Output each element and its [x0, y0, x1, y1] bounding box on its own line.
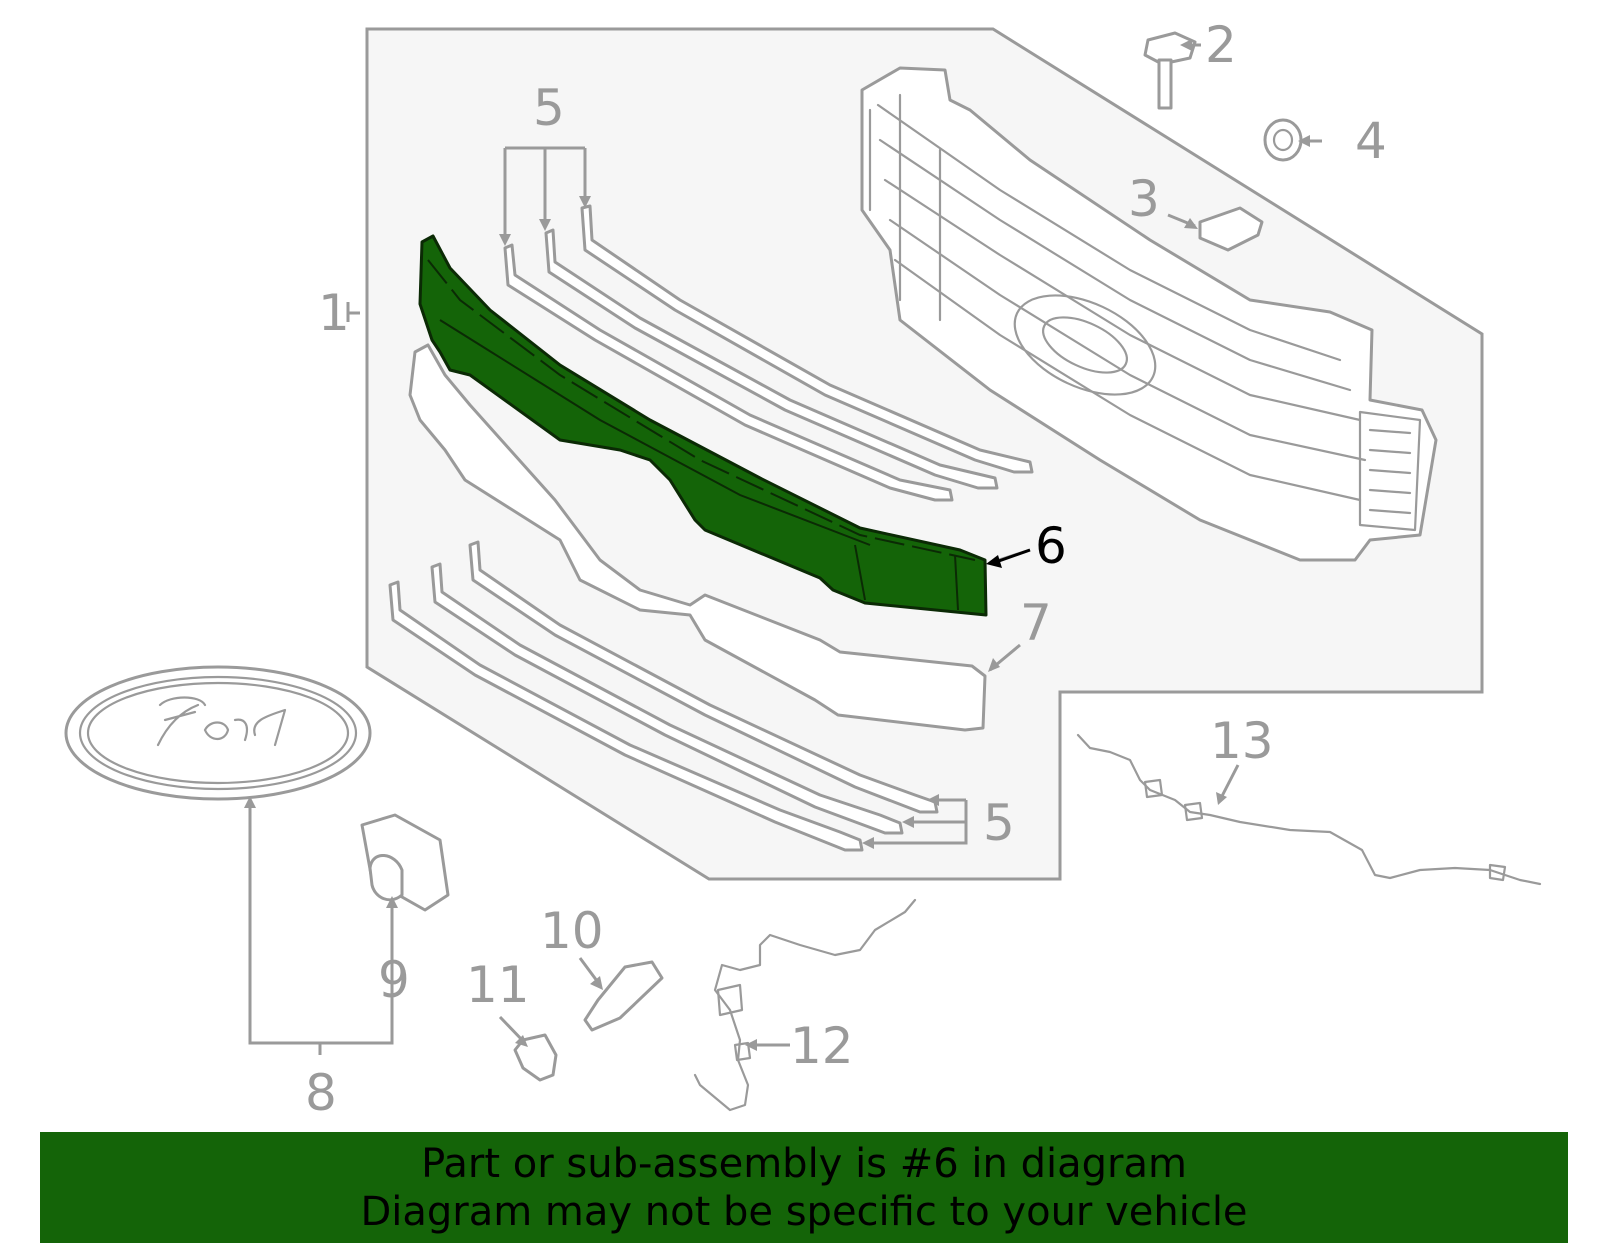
pin-part-11: [513, 1033, 558, 1082]
callout-9: 9: [378, 951, 410, 1009]
highlighted-part-6: [418, 234, 988, 617]
callout-1: 1: [318, 284, 350, 342]
info-banner: Part or sub-assembly is #6 in diagram Di…: [40, 1132, 1568, 1243]
upper-trim-strips: [503, 204, 1034, 502]
arrowheads: [244, 39, 1310, 1051]
callout-2: 2: [1205, 16, 1237, 74]
callout-10: 10: [540, 902, 604, 960]
lower-grille-bar: [408, 343, 987, 732]
callout-11: 11: [466, 956, 530, 1014]
harness-part-13: [1076, 733, 1542, 886]
sensor-part-9: [360, 813, 450, 912]
banner-line-2: Diagram may not be specific to your vehi…: [360, 1189, 1248, 1235]
bolt-part-2: [1143, 31, 1197, 110]
callout-13: 13: [1210, 712, 1274, 770]
arrowhead-part-6: [986, 555, 1002, 568]
assembly-panel: [365, 27, 1484, 881]
callout-4: 4: [1355, 112, 1387, 170]
banner-line-1: Part or sub-assembly is #6 in diagram: [421, 1141, 1187, 1187]
callout-3: 3: [1128, 170, 1160, 228]
grille-frame: [860, 66, 1438, 562]
callout-5-bottom: 5: [983, 794, 1015, 852]
wiring-part-12: [693, 898, 917, 1112]
callout-12: 12: [790, 1017, 854, 1075]
ford-emblem: [64, 665, 372, 801]
nut-part-4: [1263, 118, 1303, 162]
callout-6: 6: [1035, 517, 1067, 575]
callout-7: 7: [1020, 594, 1052, 652]
clip-part-3: [1198, 206, 1264, 252]
callout-8: 8: [305, 1064, 337, 1122]
bracket-part-10: [583, 960, 664, 1032]
callout-5-top: 5: [533, 79, 565, 137]
